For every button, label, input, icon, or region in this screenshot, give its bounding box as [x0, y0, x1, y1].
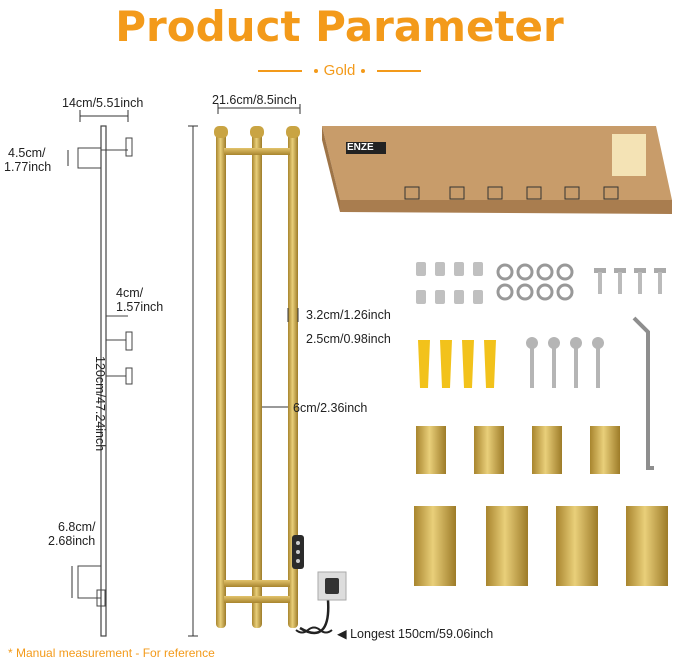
top-hook-label-2: 1.77inch — [4, 160, 52, 174]
top-hook-label-1: 4.5cm/ — [8, 146, 46, 160]
divider-dot-left — [313, 69, 318, 74]
color-label: Gold — [323, 62, 356, 79]
packaging-box — [322, 126, 672, 214]
bottom-label-2: 2.68inch — [48, 534, 96, 548]
divider-dot-right — [361, 69, 366, 74]
cord-length-label: ◀ Longest 150cm/59.06inch — [337, 627, 494, 641]
bar-diameter-label-2: 2.5cm/0.98inch — [306, 332, 391, 346]
page-title: Product Parameter — [115, 2, 564, 51]
hardware-accessories — [414, 262, 668, 586]
front-view — [188, 104, 347, 637]
mid-gap-label-2: 1.57inch — [116, 300, 164, 314]
divider-left — [257, 70, 302, 73]
height-value: 120cm/47.24inch — [93, 356, 107, 452]
color-subtitle: Gold — [0, 62, 679, 79]
height-label: 120cm/47.24inch — [93, 356, 107, 451]
measurement-note: * Manual measurement - For reference — [8, 646, 215, 660]
box-brand-logo: ENZE — [347, 142, 374, 153]
bottom-label-1: 6.8cm/ — [58, 520, 96, 534]
divider-right — [377, 70, 422, 73]
mid-gap-label-1: 4cm/ — [116, 286, 144, 300]
hook-spacing-label: 14cm/5.51inch — [62, 96, 144, 110]
width-label: 21.6cm/8.5inch — [212, 93, 297, 107]
bar-diameter-label-1: 3.2cm/1.26inch — [306, 308, 391, 322]
bar-gap-label: 6cm/2.36inch — [293, 401, 368, 415]
side-view — [67, 110, 133, 637]
